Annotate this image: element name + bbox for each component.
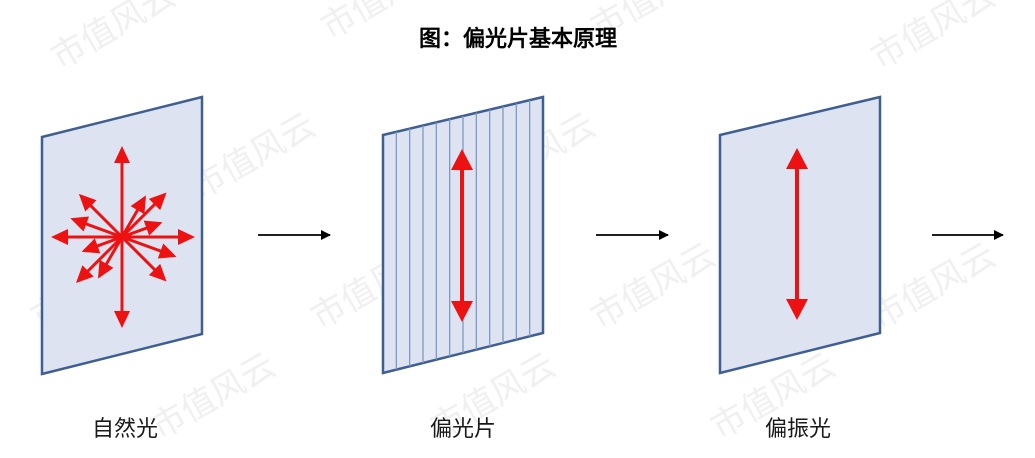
light-ray-arrowhead [148,192,167,211]
light-ray-arrowhead [143,220,163,236]
light-ray-arrowhead [98,259,114,279]
caption-polarized-light: 偏振光 [765,417,831,442]
natural-light-arrows [51,146,195,328]
light-ray-arrowhead [130,195,146,215]
light-ray-arrowhead [51,229,68,245]
light-ray-arrowhead [178,229,195,245]
polarized-light-panel [718,95,882,375]
natural-light-panel [40,95,204,376]
watermark-text: 市值风云 [865,0,1003,78]
light-ray-arrowhead [114,146,130,163]
light-ray-arrowhead [157,243,177,259]
light-ray-arrowhead [70,216,90,232]
watermark-text: 市值风云 [185,105,323,208]
light-ray-arrowhead [148,263,167,282]
light-ray-arrowhead [78,193,97,212]
polarizer-grating-lines [395,100,531,370]
watermark-text: 市值风云 [865,235,1003,338]
polarizer-panel [381,95,545,375]
light-ray-arrowhead [114,311,130,328]
light-ray-arrowhead [76,265,94,283]
watermark-text: 市值风云 [45,0,183,78]
diagram-title: 图：偏光片基本原理 [419,26,617,52]
polarizer-transmitted-arrow [451,149,473,322]
polarized-light-arrow [786,148,808,320]
caption-natural-light: 自然光 [92,417,158,442]
light-ray-arrowhead [81,238,101,254]
caption-polarizer: 偏光片 [430,417,496,442]
watermark-text: 市值风云 [145,345,283,448]
watermark-text: 市值风云 [585,235,723,338]
